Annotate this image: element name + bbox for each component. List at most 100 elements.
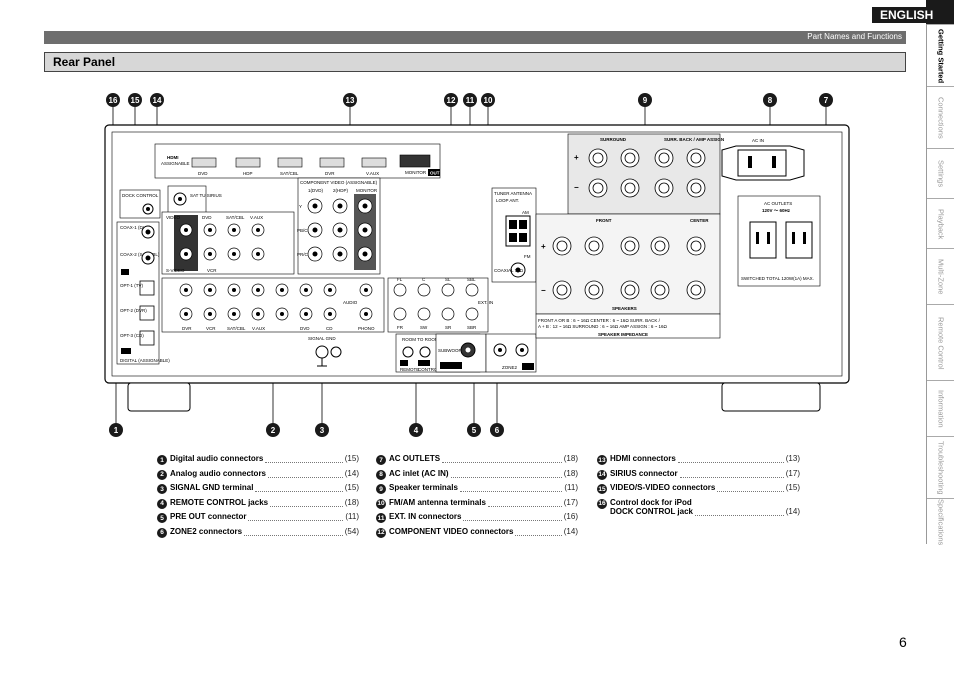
- legend-label: DOCK CONTROL jack: [610, 506, 693, 516]
- svg-text:EXT. IN: EXT. IN: [478, 300, 493, 305]
- svg-text:MONITOR: MONITOR: [356, 188, 378, 193]
- side-nav-specifications[interactable]: Specifications: [927, 498, 954, 545]
- side-nav-multi-zone[interactable]: Multi-Zone: [927, 248, 954, 305]
- svg-text:DVR: DVR: [325, 171, 335, 176]
- legend-page: (17): [563, 497, 578, 507]
- svg-text:SAT TU SIRIUS: SAT TU SIRIUS: [190, 193, 222, 198]
- svg-text:OPT-1 (TV): OPT-1 (TV): [120, 283, 144, 288]
- svg-text:SBL: SBL: [467, 277, 476, 282]
- svg-text:OPT-2 (DVR): OPT-2 (DVR): [120, 308, 147, 313]
- antenna-block: TUNER ANTENNA LOOP ANT. AM FM COAXIAL 75…: [491, 187, 537, 283]
- legend-number: 16: [597, 498, 607, 509]
- svg-text:TUNER ANTENNA: TUNER ANTENNA: [494, 191, 532, 196]
- svg-text:SPEAKER IMPEDANCE: SPEAKER IMPEDANCE: [598, 332, 648, 337]
- legend-page: (14): [785, 506, 800, 516]
- side-nav-settings[interactable]: Settings: [927, 148, 954, 199]
- svg-text:HDP: HDP: [243, 171, 253, 176]
- legend-label: FM/AM antenna terminals: [389, 497, 486, 507]
- digital-audio-block: COAX-1 (DVD) COAX-2 (SAT/CBL) OPT-1 (TV)…: [116, 221, 170, 365]
- legend-page: (13): [785, 454, 800, 463]
- zone2-block: ZONE2: [485, 333, 537, 373]
- side-nav-remote-control[interactable]: Remote Control: [927, 304, 954, 381]
- legend-number: 10: [376, 498, 386, 509]
- callout-13: 13: [343, 93, 357, 107]
- video-svideo-block: VIDEO DVD SAT/CBL V.AUX S-VIDEO VCR: [161, 211, 295, 275]
- legend-number: 13: [597, 455, 607, 465]
- svg-text:SBR: SBR: [467, 325, 477, 330]
- side-nav-getting-started[interactable]: Getting Started: [927, 24, 954, 87]
- svg-text:SAT/CBL: SAT/CBL: [227, 326, 246, 331]
- svg-text:ZONE2: ZONE2: [502, 365, 518, 370]
- svg-text:SAT/CBL: SAT/CBL: [280, 171, 299, 176]
- svg-text:ASSIGNABLE: ASSIGNABLE: [161, 161, 190, 166]
- legend-label: Digital audio connectors: [170, 454, 264, 463]
- legend-label: COMPONENT VIDEO connectors: [389, 526, 514, 536]
- legend-number: 9: [376, 484, 386, 495]
- side-nav-connections[interactable]: Connections: [927, 86, 954, 149]
- callout-5: 5: [467, 423, 481, 437]
- svg-text:AUDIO: AUDIO: [343, 300, 358, 305]
- legend-label: REMOTE CONTROL jacks: [170, 497, 269, 507]
- legend-label: Analog audio connectors: [170, 468, 267, 478]
- callout-4: 4: [409, 423, 423, 437]
- svg-text:FRONT: FRONT: [596, 218, 612, 223]
- legend-label: Speaker terminals: [389, 483, 458, 493]
- callout-3: 3: [315, 423, 329, 437]
- svg-text:V.AUX: V.AUX: [366, 171, 379, 176]
- side-nav-information[interactable]: Information: [927, 380, 954, 437]
- svg-text:DVR: DVR: [182, 326, 192, 331]
- legend-number: 2: [157, 469, 167, 480]
- ac-outlets: AC OUTLETS 120V ～ 60Hz SWITCHED TOTAL 12…: [737, 195, 821, 287]
- legend-label: PRE OUT connector: [170, 512, 247, 522]
- svg-text:SR: SR: [445, 325, 452, 330]
- svg-text:DIGITAL (ASSIGNABLE): DIGITAL (ASSIGNABLE): [120, 358, 170, 363]
- legend-number: 1: [157, 455, 167, 465]
- callout-16: 16: [106, 93, 120, 107]
- section-heading: Rear Panel: [44, 52, 906, 72]
- svg-text:1(DVD): 1(DVD): [308, 188, 324, 193]
- component-video-block: COMPONENT VIDEO (ASSIGNABLE) 1(DVD) 2(HD…: [297, 177, 381, 275]
- legend-page: (54): [344, 526, 359, 536]
- svg-text:−: −: [574, 183, 579, 192]
- svg-text:SURR. BACK / AMP ASSIGN: SURR. BACK / AMP ASSIGN: [664, 137, 724, 142]
- svg-text:DVD: DVD: [300, 326, 310, 331]
- side-nav-playback[interactable]: Playback: [927, 198, 954, 249]
- section-bar: Part Names and Functions: [44, 31, 906, 44]
- legend-page: (11): [564, 483, 578, 493]
- callout-8: 8: [763, 93, 777, 107]
- analog-audio-block: AUDIO DVR VCR SAT/CBL V.AUX DVD CD PHONO: [161, 277, 385, 333]
- svg-text:FL: FL: [397, 277, 403, 282]
- legend-page: (14): [344, 468, 359, 478]
- ext-in-block: FL C SL SBL FR SW SR SBR EXT. IN: [387, 277, 493, 333]
- svg-text:AC OUTLETS: AC OUTLETS: [764, 201, 792, 206]
- svg-text:CENTER: CENTER: [690, 218, 709, 223]
- callout-7: 7: [819, 93, 833, 107]
- legend-page: (15): [344, 483, 359, 493]
- svg-text:OPT-3 (CD): OPT-3 (CD): [120, 333, 144, 338]
- legend-label: AC OUTLETS: [389, 454, 441, 463]
- page-number: 6: [899, 634, 907, 650]
- svg-text:PHONO: PHONO: [358, 326, 375, 331]
- svg-text:MONITOR: MONITOR: [405, 170, 427, 175]
- dock-control-block: DOCK CONTROL: [119, 189, 161, 219]
- side-nav-troubleshooting[interactable]: Troubleshooting: [927, 436, 954, 499]
- svg-text:120V ～ 60Hz: 120V ～ 60Hz: [762, 208, 791, 213]
- svg-text:SPEAKERS: SPEAKERS: [612, 306, 637, 311]
- speaker-terminals-block: SURROUND SURR. BACK / AMP ASSIGN + − FRO…: [535, 133, 724, 339]
- svg-text:OUT: OUT: [430, 171, 440, 176]
- section-title: Rear Panel: [53, 55, 116, 69]
- svg-text:VIDEO: VIDEO: [166, 215, 181, 220]
- legend-page: (18): [563, 468, 578, 478]
- svg-text:SIGNAL GND: SIGNAL GND: [308, 336, 336, 341]
- svg-text:AC IN: AC IN: [752, 138, 764, 143]
- svg-text:CD: CD: [326, 326, 333, 331]
